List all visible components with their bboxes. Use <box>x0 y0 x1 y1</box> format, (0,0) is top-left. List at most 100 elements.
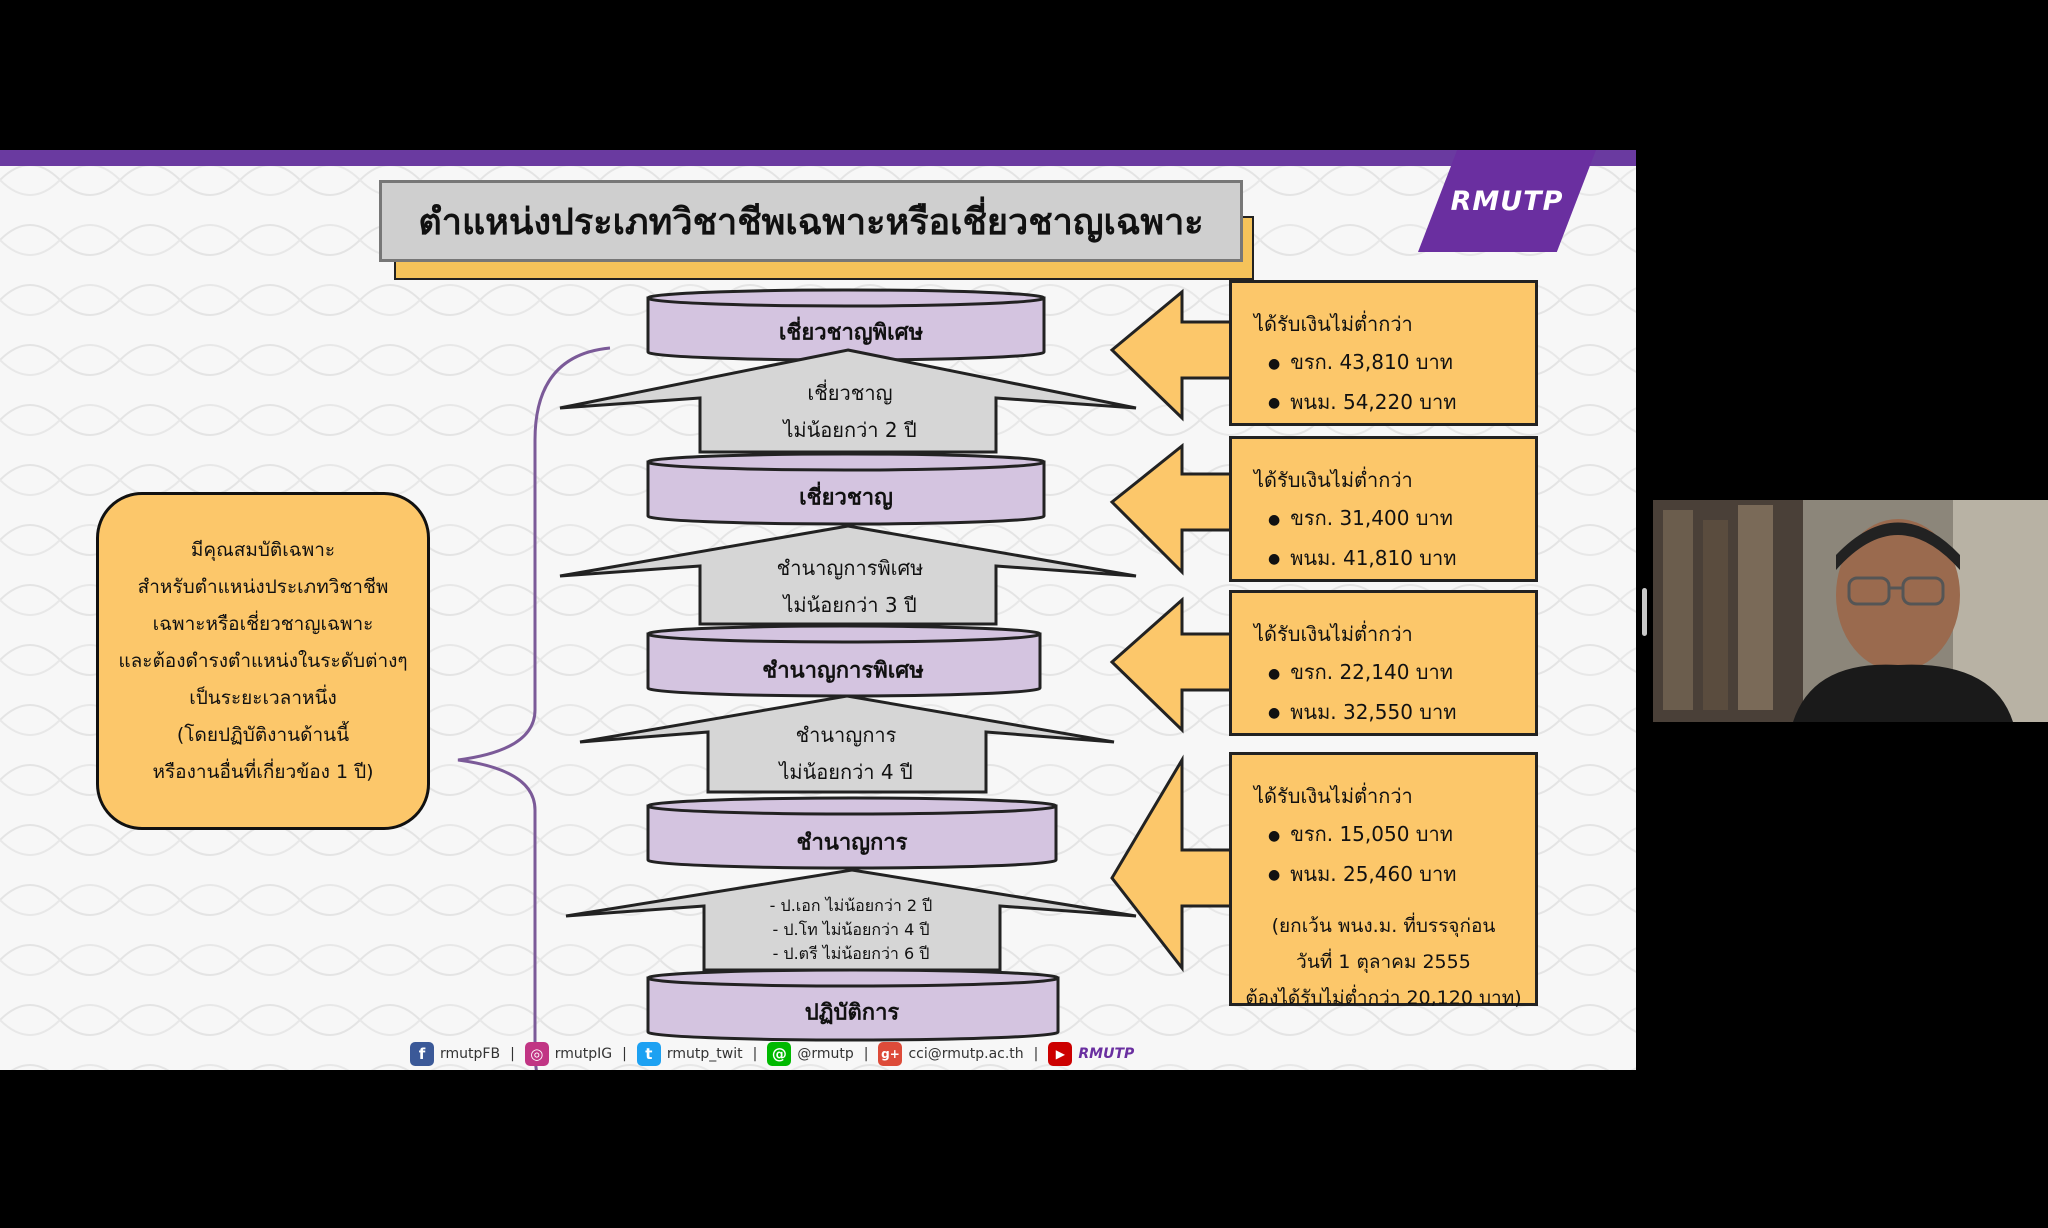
salary-value: พนม. 25,460 บาท <box>1290 861 1457 886</box>
google-plus-icon: g+ <box>878 1042 903 1066</box>
arrow-text: ชำนาญการพิเศษ ไม่น้อยกว่า 3 ปี <box>777 550 924 624</box>
instagram-icon: ◎ <box>524 1042 549 1066</box>
presentation-slide: RMUTP ตำแหน่งประเภทวิชาชีพเฉพาะหรือเชี่ย… <box>0 150 1636 1070</box>
salary-value: ขรก. 15,050 บาท <box>1290 822 1453 846</box>
salary-value: พนม. 41,810 บาท <box>1290 545 1457 570</box>
bullet-icon: ● <box>1268 511 1281 528</box>
tier-cylinder <box>646 804 1058 870</box>
tier-cylinder <box>646 460 1046 526</box>
title-box: ตำแหน่งประเภทวิชาชีพเฉพาะหรือเชี่ยวชาญเฉ… <box>379 180 1243 262</box>
tier-cylinder-top <box>646 968 1060 988</box>
qualification-line: มีคุณสมบัติเฉพาะ <box>190 538 336 561</box>
footer-text: @rmutp <box>797 1046 854 1062</box>
career-diagram <box>457 288 1234 1070</box>
salary-item: ● พนม. 25,460 บาท <box>1254 855 1535 895</box>
bullet-icon: ● <box>1268 665 1281 682</box>
arrow-text-line: เชี่ยวชาญ <box>807 381 893 405</box>
logo-text: RMUTP <box>1450 185 1564 217</box>
arrow-text: - ป.เอก ไม่น้อยกว่า 2 ปี - ป.โท ไม่น้อยก… <box>770 894 933 966</box>
salary-note-line: (ยกเว้น พนง.ม. ที่บรรจุก่อน <box>1271 915 1496 937</box>
salary-title: ได้รับเงินไม่ต่ำกว่า <box>1254 312 1413 336</box>
up-arrow <box>559 348 1137 454</box>
slide-title: ตำแหน่งประเภทวิชาชีพเฉพาะหรือเชี่ยวชาญเฉ… <box>418 201 1204 243</box>
slide-top-bar <box>0 150 1636 166</box>
footer-text: rmutpFB <box>440 1046 501 1062</box>
footer-text: cci@rmutp.ac.th <box>908 1046 1024 1062</box>
bullet-icon: ● <box>1268 355 1281 372</box>
bullet-icon: ● <box>1268 867 1281 883</box>
salary-note-line: วันที่ 1 ตุลาคม 2555 <box>1296 951 1471 973</box>
salary-item: ● พนม. 32,550 บาท <box>1254 693 1535 733</box>
salary-arrow <box>1109 288 1234 422</box>
salary-arrow <box>1109 442 1234 576</box>
salary-item: ● ขรก. 43,810 บาท <box>1254 343 1535 383</box>
webcam-video <box>1653 500 2048 722</box>
arrow-text-line: ไม่น้อยกว่า 4 ปี <box>779 760 913 784</box>
salary-box: ได้รับเงินไม่ต่ำกว่า ● ขรก. 15,050 บาท ● พ… <box>1229 752 1538 1009</box>
arrow-text: ชำนาญการ ไม่น้อยกว่า 4 ปี <box>779 717 912 791</box>
salary-value: พนม. 54,220 บาท <box>1290 389 1457 414</box>
qualification-line: เฉพาะหรือเชี่ยวชาญเฉพาะ <box>152 612 374 635</box>
salary-value: พนม. 32,550 บาท <box>1290 699 1457 724</box>
salary-value: ขรก. 31,400 บาท <box>1290 506 1453 530</box>
arrow-text-line: ไม่น้อยกว่า 2 ปี <box>783 418 917 442</box>
presenter-video-image <box>1653 500 2048 722</box>
footer-text: RMUTP <box>1078 1046 1135 1062</box>
salary-arrow <box>1110 754 1234 973</box>
tier-cylinder-top <box>646 796 1058 816</box>
salary-box: ได้รับเงินไม่ต่ำกว่า ● ขรก. 31,400 บาท ● พ… <box>1229 436 1538 582</box>
salary-value: ขรก. 43,810 บาท <box>1290 350 1453 374</box>
arrow-text-line: - ป.ตรี ไม่น้อยกว่า 6 ปี <box>772 944 930 963</box>
twitter-icon: t <box>636 1042 661 1066</box>
tier-cylinder-top <box>646 624 1042 644</box>
slide-footer: f rmutpFB| ◎ rmutpIG| t rmutp_twit| @ @r… <box>410 1041 1134 1067</box>
arrow-text-line: ชำนาญการพิเศษ <box>776 556 924 580</box>
facebook-icon: f <box>410 1042 434 1066</box>
salary-arrow <box>1109 596 1234 734</box>
footer-text: rmutp_twit <box>666 1046 743 1062</box>
qualification-line: สำหรับตำแหน่งประเภทวิชาชีพ <box>137 575 389 598</box>
salary-box: ได้รับเงินไม่ต่ำกว่า ● ขรก. 43,810 บาท ● พ… <box>1229 280 1538 426</box>
webcam-resize-handle[interactable] <box>1642 588 1647 636</box>
salary-box: ได้รับเงินไม่ต่ำกว่า ● ขรก. 22,140 บาท ● พ… <box>1229 590 1538 736</box>
salary-item: ● พนม. 41,810 บาท <box>1254 539 1535 579</box>
bullet-icon: ● <box>1268 551 1281 567</box>
salary-value: ขรก. 22,140 บาท <box>1290 660 1453 684</box>
arrow-text-line: ชำนาญการ <box>795 723 897 747</box>
arrow-text-line: - ป.เอก ไม่น้อยกว่า 2 ปี <box>769 896 933 915</box>
salary-title: ได้รับเงินไม่ต่ำกว่า <box>1254 468 1413 492</box>
salary-note-line: ต้องได้รับไม่ต่ำกว่า 20,120 บาท) <box>1245 987 1522 1009</box>
tier-cylinder-top <box>646 452 1046 472</box>
line-icon: @ <box>767 1042 792 1066</box>
tier-label: ชำนาญการพิเศษ <box>762 658 924 684</box>
bullet-icon: ● <box>1268 395 1281 411</box>
qualification-line: (โดยปฏิบัติงานด้านนี้ <box>176 723 350 746</box>
tier-label: เชี่ยวชาญพิเศษ <box>778 320 924 346</box>
arrow-text-line: ไม่น้อยกว่า 3 ปี <box>783 593 917 617</box>
up-arrow <box>579 694 1115 794</box>
youtube-icon: ▶ <box>1048 1042 1073 1066</box>
salary-title: ได้รับเงินไม่ต่ำกว่า <box>1254 622 1413 646</box>
salary-title: ได้รับเงินไม่ต่ำกว่า <box>1254 784 1413 808</box>
salary-note: (ยกเว้น พนง.ม. ที่บรรจุก่อน วันที่ 1 ตุล… <box>1232 908 1535 1016</box>
salary-item: ● พนม. 54,220 บาท <box>1254 383 1535 423</box>
tier-label: ปฏิบัติการ <box>804 1000 900 1026</box>
tier-label: เชี่ยวชาญ <box>799 485 893 511</box>
tier-label: ชำนาญการ <box>796 830 908 856</box>
curly-brace <box>457 346 611 1070</box>
qualification-line: หรืองานอื่นที่เกี่ยวข้อง 1 ปี) <box>152 760 374 783</box>
arrow-text: เชี่ยวชาญ ไม่น้อยกว่า 2 ปี <box>783 375 916 449</box>
salary-item: ● ขรก. 22,140 บาท <box>1254 653 1535 693</box>
footer-text: rmutpIG <box>554 1046 613 1062</box>
qualification-box: มีคุณสมบัติเฉพาะ สำหรับตำแหน่งประเภทวิชา… <box>96 492 430 830</box>
qualification-line: เป็นระยะเวลาหนึ่ง <box>189 686 337 709</box>
up-arrow <box>565 868 1137 972</box>
arrow-text-line: - ป.โท ไม่น้อยกว่า 4 ปี <box>772 920 930 939</box>
bullet-icon: ● <box>1268 827 1281 844</box>
salary-item: ● ขรก. 31,400 บาท <box>1254 499 1535 539</box>
tier-cylinder-top <box>646 288 1046 308</box>
bullet-icon: ● <box>1268 705 1281 721</box>
up-arrow <box>559 524 1137 626</box>
qualification-line: และต้องดำรงตำแหน่งในระดับต่างๆ <box>118 649 408 672</box>
tier-cylinder <box>646 976 1060 1042</box>
